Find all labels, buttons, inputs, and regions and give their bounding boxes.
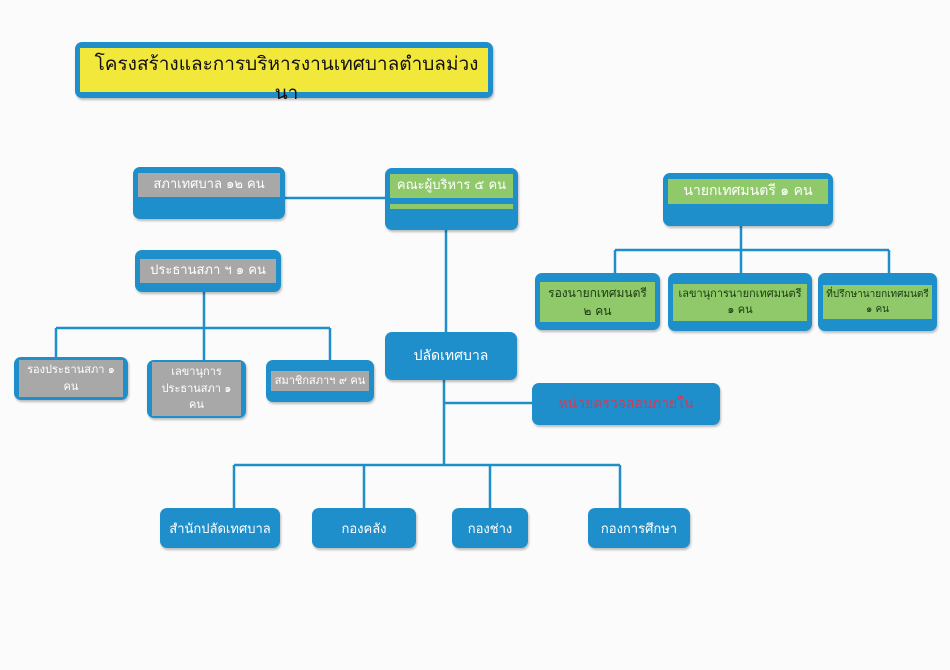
division-box: กองการศึกษา xyxy=(588,508,690,548)
title-box: โครงสร้างและการบริหารงานเทศบาลตำบลม่วงนา xyxy=(75,42,493,104)
council-chair-label: ประธานสภา ฯ ๑ คน xyxy=(140,259,276,283)
line2: ๑ คน xyxy=(727,303,753,316)
council-member-box: รองประธานสภา ๑ คน xyxy=(14,357,128,400)
council-member-label: สมาชิกสภาฯ ๙ คน xyxy=(271,370,369,392)
line2: ๒ คน xyxy=(583,303,612,318)
council-chair-box: ประธานสภา ฯ ๑ คน xyxy=(135,250,281,292)
mayor-staff-box: เลขานุการนายกเทศมนตรี ๑ คน xyxy=(668,273,812,331)
division-label: สำนักปลัดเทศบาล xyxy=(169,521,271,537)
line1: รองนายกเทศมนตรี xyxy=(548,285,647,300)
mayor-label: นายกเทศมนตรี ๑ คน xyxy=(668,179,828,204)
council-box: สภาเทศบาล ๑๒ คน xyxy=(133,167,285,219)
clerk-box: ปลัดเทศบาล xyxy=(385,332,517,380)
line1: ที่ปรึกษานายกเทศมนตรี xyxy=(826,289,929,300)
executive-box: คณะผู้บริหาร ๕ คน xyxy=(385,168,518,230)
council-member-box: เลขานุการ ประธานสภา ๑ คน xyxy=(147,360,246,418)
division-label: กองคลัง xyxy=(341,521,387,537)
division-box: สำนักปลัดเทศบาล xyxy=(160,508,280,548)
line1: เลขานุการ xyxy=(171,365,222,379)
division-label: กองการศึกษา xyxy=(600,521,678,537)
division-label: กองช่าง xyxy=(467,521,513,537)
council-label: สภาเทศบาล ๑๒ คน xyxy=(138,173,280,197)
mayor-staff-box: ที่ปรึกษานายกเทศมนตรี ๑ คน xyxy=(818,273,937,331)
executive-label: คณะผู้บริหาร ๕ คน xyxy=(390,174,513,198)
line2: ประธานสภา ๑ คน xyxy=(161,381,232,412)
page-title: โครงสร้างและการบริหารงานเทศบาลตำบลม่วงนา xyxy=(80,48,488,104)
internal-audit-box: หน่วยตรวจสอบภายใน xyxy=(532,383,720,425)
council-member-box: สมาชิกสภาฯ ๙ คน xyxy=(266,360,374,402)
council-member-label: เลขานุการ ประธานสภา ๑ คน xyxy=(152,362,241,416)
mayor-box: นายกเทศมนตรี ๑ คน xyxy=(663,173,833,226)
line1: เลขานุการนายกเทศมนตรี xyxy=(678,286,802,300)
division-box: กองช่าง xyxy=(452,508,528,548)
clerk-label: ปลัดเทศบาล xyxy=(413,348,489,364)
mayor-staff-label: รองนายกเทศมนตรี ๒ คน xyxy=(540,281,655,322)
mayor-staff-label: เลขานุการนายกเทศมนตรี ๑ คน xyxy=(673,283,807,321)
division-box: กองคลัง xyxy=(312,508,416,548)
line2: ๑ คน xyxy=(865,304,890,315)
internal-audit-label: หน่วยตรวจสอบภายใน xyxy=(558,396,694,412)
green-stripe xyxy=(390,203,513,209)
council-member-label: รองประธานสภา ๑ คน xyxy=(19,360,123,397)
mayor-staff-box: รองนายกเทศมนตรี ๒ คน xyxy=(535,273,660,330)
mayor-staff-label: ที่ปรึกษานายกเทศมนตรี ๑ คน xyxy=(823,285,932,319)
